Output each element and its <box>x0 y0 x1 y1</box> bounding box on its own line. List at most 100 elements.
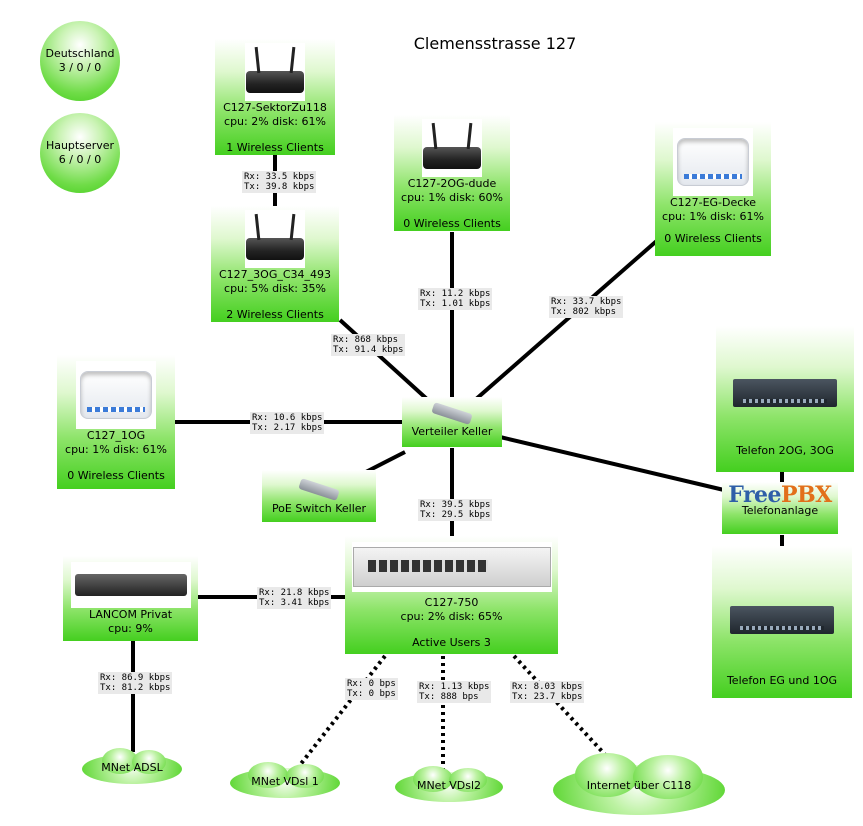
rx-value: Rx: 21.8 kbps <box>259 588 330 598</box>
cloud-mnet-vdsl2[interactable]: MNet VDsl2 <box>395 766 503 804</box>
device-freepbx[interactable]: FreePBX Telefonanlage <box>722 482 838 534</box>
router-icon <box>245 43 305 101</box>
map-title: Clemensstrasse 127 <box>413 34 577 53</box>
device-3og-c34[interactable]: C127_3OG_C34_493 cpu: 5% disk: 35% 2 Wir… <box>211 206 339 322</box>
rx-value: Rx: 1.13 kbps <box>419 682 490 692</box>
device-poe-switch-keller[interactable]: PoE Switch Keller <box>262 470 376 522</box>
rx-value: Rx: 10.6 kbps <box>252 413 323 423</box>
submap-hauptserver[interactable]: Hauptserver 6 / 0 / 0 <box>40 113 120 193</box>
device-name: C127-EG-Decke <box>669 196 757 209</box>
tx-value: Tx: 1.01 kbps <box>420 299 491 309</box>
tx-value: Tx: 91.4 kbps <box>333 345 404 355</box>
device-name: Verteiler Keller <box>411 425 493 438</box>
rx-value: Rx: 39.5 kbps <box>420 500 491 510</box>
link-verteiler-freepbx <box>499 435 725 492</box>
link-c750-vdsl1 <box>298 654 387 767</box>
device-stats: cpu: 2% disk: 61% <box>224 115 326 128</box>
device-stats: cpu: 1% disk: 61% <box>662 210 764 223</box>
submap-name: Deutschland <box>45 47 115 60</box>
device-name: Telefonanlage <box>741 504 819 517</box>
tx-value: Tx: 2.17 kbps <box>252 423 323 433</box>
device-name: C127_3OG_C34_493 <box>218 268 332 281</box>
device-sektorzu118[interactable]: C127-SektorZu118 cpu: 2% disk: 61% 1 Wir… <box>215 39 335 155</box>
switch-icon <box>428 401 476 425</box>
cloud-label: MNet VDsl2 <box>416 778 482 792</box>
device-name: C127-750 <box>424 596 479 609</box>
device-name: PoE Switch Keller <box>271 502 367 515</box>
switch-icon <box>291 476 347 502</box>
device-name: LANCOM Privat <box>88 608 173 621</box>
device-stats: cpu: 5% disk: 35% <box>224 282 326 295</box>
cloud-label: MNet ADSL <box>101 760 163 774</box>
device-telefon-2og-3og[interactable]: Telefon 2OG, 3OG <box>716 326 854 472</box>
cloud-label: MNet VDsl 1 <box>251 774 319 788</box>
device-clients: 0 Wireless Clients <box>664 232 762 245</box>
rx-value: Rx: 11.2 kbps <box>420 289 491 299</box>
router-icon <box>422 119 482 177</box>
tx-value: Tx: 23.7 kbps <box>512 692 583 702</box>
device-stats: cpu: 2% disk: 65% <box>400 610 503 623</box>
device-stats: cpu: 9% <box>108 622 153 635</box>
device-users: Active Users 3 <box>412 636 491 649</box>
tx-value: Tx: 39.8 kbps <box>244 182 315 192</box>
router-icon <box>245 210 305 268</box>
submap-counts: 6 / 0 / 0 <box>58 153 102 166</box>
device-clients: 0 Wireless Clients <box>403 217 501 230</box>
link-c34-verteiler <box>338 318 430 402</box>
device-name: C127_1OG <box>86 429 146 442</box>
device-clients: 1 Wireless Clients <box>226 141 324 154</box>
device-2og-dude[interactable]: C127-2OG-dude cpu: 1% disk: 60% 0 Wirele… <box>394 115 510 231</box>
routerboard-icon <box>351 542 552 592</box>
rx-value: Rx: 33.5 kbps <box>244 172 315 182</box>
device-clients: 0 Wireless Clients <box>67 469 165 482</box>
device-c127-750[interactable]: C127-750 cpu: 2% disk: 65% Active Users … <box>345 536 558 654</box>
rx-value: Rx: 868 kbps <box>333 335 399 345</box>
device-name: Telefon EG und 1OG <box>726 674 838 687</box>
cloud-internet-c118[interactable]: Internet über C118 <box>553 753 725 817</box>
voip-gateway-icon <box>724 590 840 650</box>
device-name: C127-2OG-dude <box>407 177 497 190</box>
logo-pbx-text: PBX <box>781 482 832 508</box>
submap-name: Hauptserver <box>45 139 115 152</box>
link-c750-internet <box>512 654 612 762</box>
cloud-mnet-adsl[interactable]: MNet ADSL <box>82 748 182 786</box>
device-clients: 2 Wireless Clients <box>226 308 324 321</box>
cloud-label: Internet über C118 <box>586 778 692 792</box>
rx-value: Rx: 86.9 kbps <box>100 673 171 683</box>
device-1og[interactable]: C127_1OG cpu: 1% disk: 61% 0 Wireless Cl… <box>57 355 175 489</box>
access-point-icon <box>76 361 156 429</box>
device-eg-decke[interactable]: C127-EG-Decke cpu: 1% disk: 61% 0 Wirele… <box>655 122 771 256</box>
submap-deutschland[interactable]: Deutschland 3 / 0 / 0 <box>40 21 120 101</box>
device-name: C127-SektorZu118 <box>223 101 327 114</box>
freepbx-logo: FreePBX <box>722 484 838 506</box>
device-stats: cpu: 1% disk: 60% <box>401 191 503 204</box>
router-icon <box>70 562 191 608</box>
tx-value: Tx: 3.41 kbps <box>259 598 330 608</box>
access-point-icon <box>673 128 753 196</box>
device-lancom-privat[interactable]: LANCOM Privat cpu: 9% <box>63 556 198 641</box>
rx-value: Rx: 8.03 kbps <box>512 682 583 692</box>
tx-value: Tx: 0 bps <box>347 689 396 699</box>
device-name: Telefon 2OG, 3OG <box>736 444 834 457</box>
link-egdecke-verteiler <box>473 236 662 402</box>
tx-value: Tx: 802 kbps <box>551 307 617 317</box>
device-verteiler-keller[interactable]: Verteiler Keller <box>402 397 502 447</box>
tx-value: Tx: 81.2 kbps <box>100 683 171 693</box>
rx-value: Rx: 33.7 kbps <box>551 297 622 307</box>
tx-value: Tx: 888 bps <box>419 692 479 702</box>
logo-free-text: Free <box>728 482 782 508</box>
voip-gateway-icon <box>727 364 843 422</box>
cloud-mnet-vdsl1[interactable]: MNet VDsl 1 <box>230 762 340 800</box>
device-telefon-eg-1og[interactable]: Telefon EG und 1OG <box>712 546 852 698</box>
